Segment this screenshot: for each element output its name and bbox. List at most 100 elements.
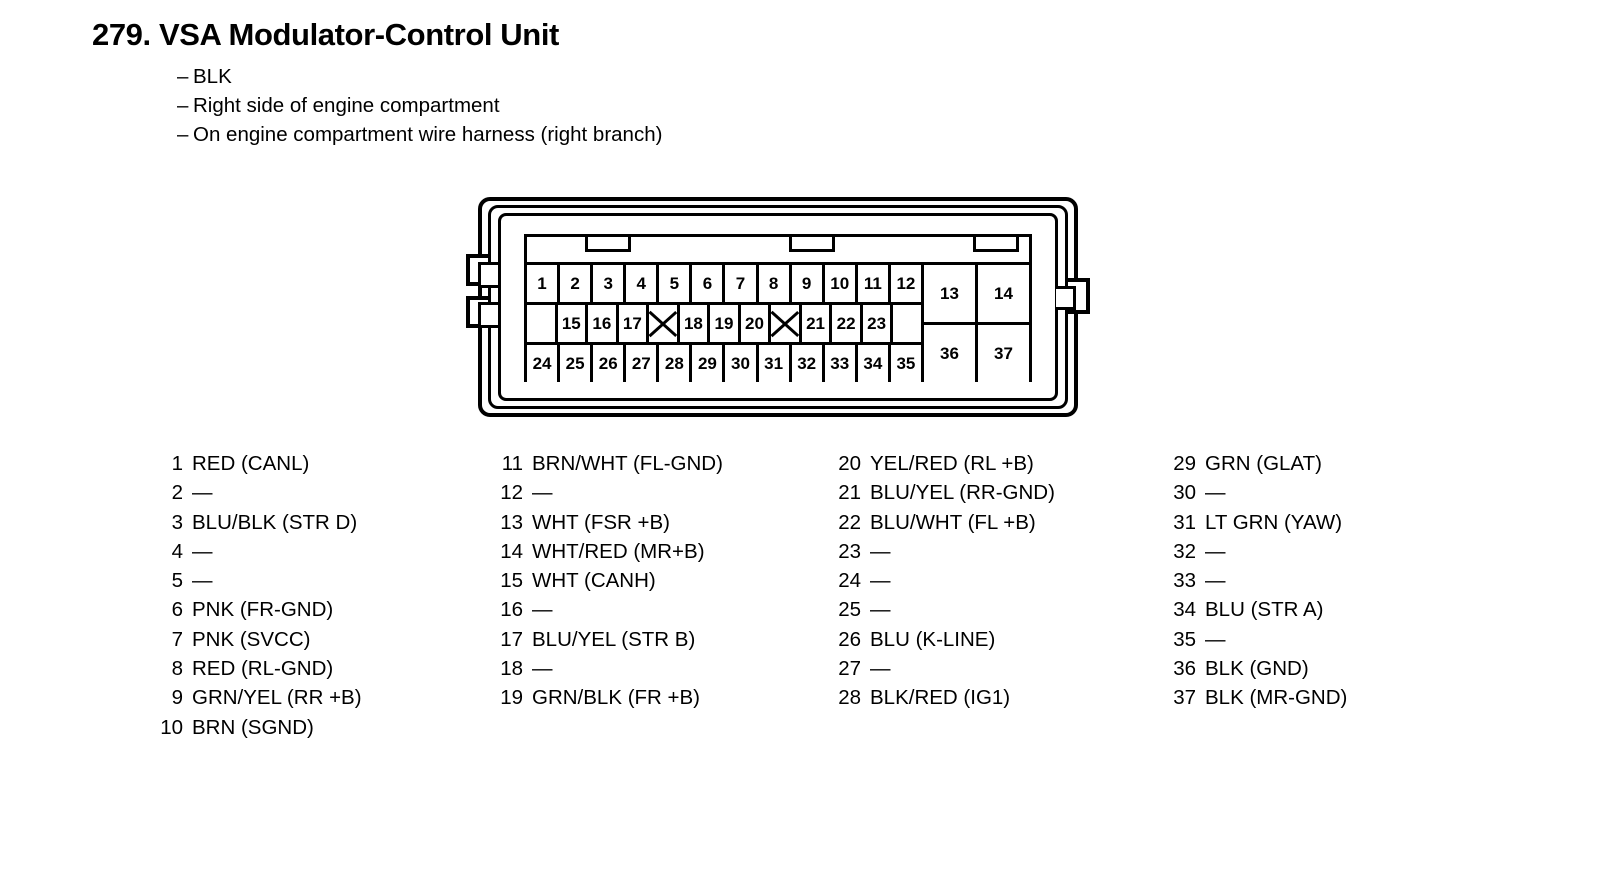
pin-cell: 36	[924, 325, 978, 382]
pin-number: 19	[500, 686, 523, 710]
pin-cell-empty	[527, 305, 558, 342]
pin-number: 9	[171, 686, 183, 710]
connector-lug-left-inner-lower	[478, 302, 498, 328]
pin-legend-row: 33—	[1168, 569, 1347, 598]
pin-cell: 6	[692, 265, 726, 302]
pin-cell: 23	[862, 305, 894, 342]
pin-cell: 7	[725, 265, 759, 302]
pin-cell: 11	[857, 265, 891, 302]
pin-wire-label: LT GRN (YAW)	[1205, 510, 1343, 534]
connector-lug-left-inner-upper	[478, 262, 498, 288]
keyway-notch-3	[973, 237, 1019, 252]
pin-number: 34	[1173, 598, 1196, 622]
pin-wire-label: —	[192, 539, 213, 563]
pin-number: 28	[838, 686, 861, 710]
pin-wire-label: BRN/WHT (FL-GND)	[532, 452, 723, 475]
pin-wire-label: —	[532, 657, 553, 681]
pin-cell: 26	[593, 345, 627, 382]
pin-cell: 27	[626, 345, 660, 382]
page-title: 279. VSA Modulator-Control Unit	[92, 17, 559, 52]
pin-cell: 28	[659, 345, 693, 382]
pin-number: 29	[1173, 452, 1196, 475]
pin-number: 3	[171, 510, 183, 534]
pin-wire-label: —	[1205, 627, 1226, 651]
pin-number: 24	[838, 569, 861, 593]
pin-cell: 32	[791, 345, 825, 382]
pin-wire-label: BLU/BLK (STR D)	[192, 510, 358, 534]
spec-text: On engine compartment wire harness (righ…	[193, 123, 663, 147]
pin-cell-empty	[893, 305, 921, 342]
pin-cell: 4	[626, 265, 660, 302]
pin-number: 6	[171, 598, 183, 622]
pin-legend-row: 25—	[833, 598, 1055, 627]
keyway-notch-2	[789, 237, 835, 252]
pin-number: 5	[171, 569, 183, 593]
pin-wire-label: WHT/RED (MR+B)	[532, 539, 705, 563]
pin-wire-label: —	[532, 598, 553, 622]
pin-number: 20	[838, 452, 861, 475]
pin-wire-label: —	[870, 569, 891, 593]
pin-wire-label: BLU (STR A)	[1205, 598, 1324, 622]
pin-number: 33	[1173, 569, 1196, 593]
pin-cell: 33	[824, 345, 858, 382]
spec-text: Right side of engine compartment	[193, 94, 500, 118]
heading-block: 279. VSA Modulator-Control Unit –BLK–Rig…	[92, 17, 663, 149]
pin-cell: 37	[978, 325, 1029, 382]
pin-legend-row: 17 BLU/YEL (STR B)	[495, 628, 723, 657]
connector-lug-right-inner	[1056, 286, 1076, 310]
pin-number: 13	[500, 510, 523, 534]
pin-number: 18	[500, 657, 523, 681]
pin-number: 21	[838, 481, 861, 505]
pin-cell: 12	[890, 265, 921, 302]
pin-legend-row: 16—	[495, 598, 723, 627]
pin-number: 17	[500, 627, 523, 651]
pin-number: 12	[500, 481, 523, 505]
pin-number: 14	[500, 539, 523, 563]
pin-cell: 10	[824, 265, 858, 302]
pin-cell: 35	[890, 345, 921, 382]
pin-wire-label: BLU/WHT (FL +B)	[870, 510, 1036, 534]
pin-legend-row: 30—	[1168, 481, 1347, 510]
pin-cell: 20	[740, 305, 772, 342]
pin-number: 36	[1173, 657, 1196, 681]
pin-wire-label: BLU/YEL (STR B)	[532, 627, 696, 651]
pin-wire-label: —	[532, 481, 553, 505]
spec-line: –BLK	[177, 62, 662, 91]
pin-wire-label: —	[1205, 539, 1226, 563]
pin-legend-row: 24 —	[833, 569, 1055, 598]
pin-number: 10	[160, 715, 183, 739]
pin-legend-row: 4—	[155, 540, 362, 569]
spec-dash: –	[177, 123, 189, 147]
pin-wire-label: RED (RL-GND)	[192, 657, 334, 681]
pin-wire-label: PNK (SVCC)	[192, 627, 311, 651]
pin-number: 27	[838, 657, 861, 681]
pin-number: 4	[171, 539, 183, 563]
spec-dash: –	[177, 65, 189, 89]
pin-cell: 29	[692, 345, 726, 382]
pin-cell: 30	[725, 345, 759, 382]
pin-number: 7	[171, 627, 183, 651]
pin-cell: 31	[758, 345, 792, 382]
pin-wire-label: —	[870, 598, 891, 622]
pin-legend-row: 18 —	[495, 657, 723, 686]
pin-legend-row: 23—	[833, 540, 1055, 569]
